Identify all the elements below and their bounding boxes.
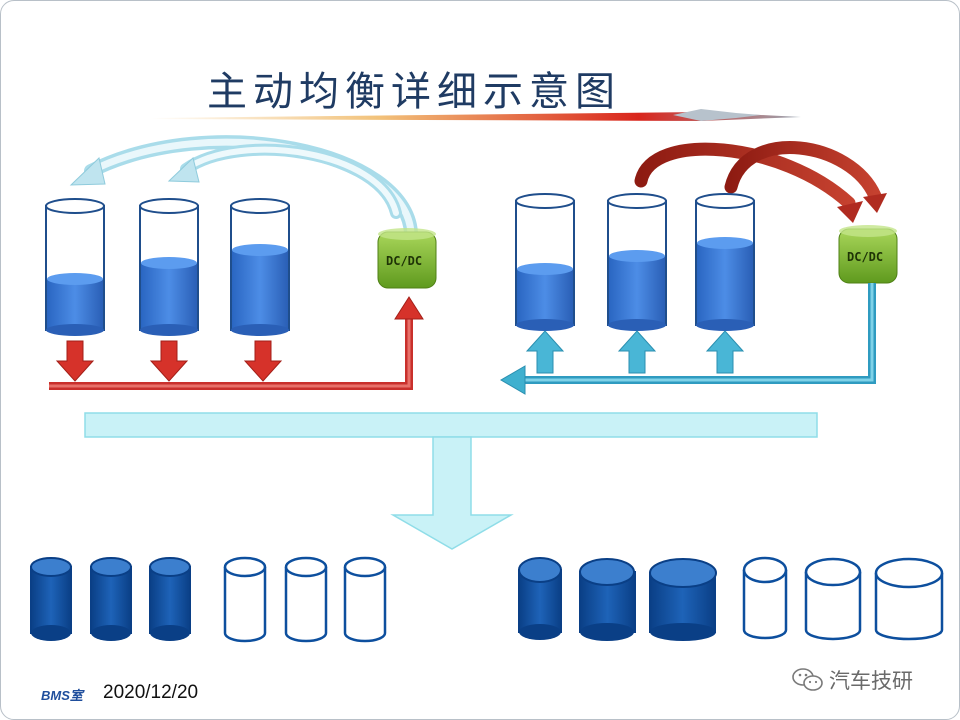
right-cell-1 xyxy=(515,193,575,331)
bottom-right-cell-3 xyxy=(649,558,717,641)
footer-date: 2020/12/20 xyxy=(103,682,199,703)
left-cell-1 xyxy=(45,198,105,336)
result-arrow xyxy=(84,412,818,550)
page-title: 主动均衡详细示意图 xyxy=(207,69,621,115)
watermark-text: 汽车技研 xyxy=(829,669,913,693)
bottom-left-cell-3 xyxy=(149,557,191,641)
left-red-bus xyxy=(49,296,424,390)
bottom-left-cell-2 xyxy=(90,557,132,641)
left-cell-3 xyxy=(230,198,290,336)
bottom-left-cell-6 xyxy=(343,556,387,643)
left-cell-2 xyxy=(139,198,199,336)
watermark: 汽车技研 xyxy=(789,665,913,695)
bottom-right-cell-4 xyxy=(742,556,788,640)
left-dcdc-box xyxy=(377,228,437,289)
bottom-right-cell-6 xyxy=(874,557,944,641)
right-cell-3 xyxy=(695,193,755,331)
right-dcdc-box xyxy=(838,225,898,284)
jet-icon xyxy=(673,109,761,121)
left-feedback-arrows xyxy=(69,135,418,240)
title-underline xyxy=(151,112,801,121)
left-dcdc-label: DC/DC xyxy=(386,254,423,268)
bottom-right-cell-1 xyxy=(518,557,562,640)
bottom-right-cell-5 xyxy=(804,557,862,641)
right-cyan-bus xyxy=(500,283,876,395)
right-transfer-arrows xyxy=(634,141,887,223)
wechat-icon xyxy=(792,668,823,691)
bottom-right-cell-2 xyxy=(579,558,636,641)
bottom-left-cell-5 xyxy=(284,556,328,643)
right-up-arrows xyxy=(525,330,745,374)
footer-lab: BMS室 xyxy=(41,688,83,703)
bottom-left-cells xyxy=(30,556,387,643)
bottom-left-cell-4 xyxy=(223,556,267,643)
right-cell-2 xyxy=(607,193,667,331)
bottom-right-cells xyxy=(518,556,944,641)
left-down-arrows xyxy=(55,340,283,382)
right-dcdc-label: DC/DC xyxy=(847,250,884,264)
bottom-left-cell-1 xyxy=(30,557,72,641)
